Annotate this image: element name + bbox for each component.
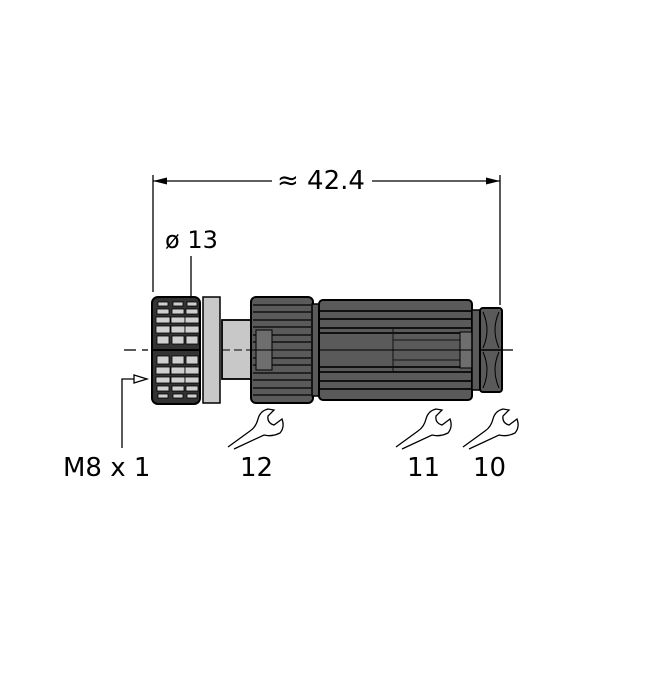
- hex-cable-nut: [479, 307, 503, 393]
- wrench-icon: [462, 408, 519, 450]
- thread-label: M8 x 1: [63, 453, 151, 483]
- thread-leader: [121, 374, 150, 448]
- wrench-icon: [395, 408, 452, 450]
- wrench-size-12: 12: [240, 453, 274, 483]
- knurled-coupling-nut: [151, 296, 201, 405]
- diameter-label: ø 13: [165, 226, 218, 254]
- grip-sleeve: [250, 296, 314, 404]
- main-housing: [318, 299, 473, 401]
- wrench-icon: [227, 408, 284, 450]
- overall-length-label: ≈ 42.4: [277, 166, 365, 196]
- wrench-size-11: 11: [407, 453, 441, 483]
- length-dimension: [152, 175, 501, 305]
- flange-ring: [202, 296, 221, 404]
- wrench-size-10: 10: [473, 453, 507, 483]
- arrow-right-icon: [133, 374, 150, 384]
